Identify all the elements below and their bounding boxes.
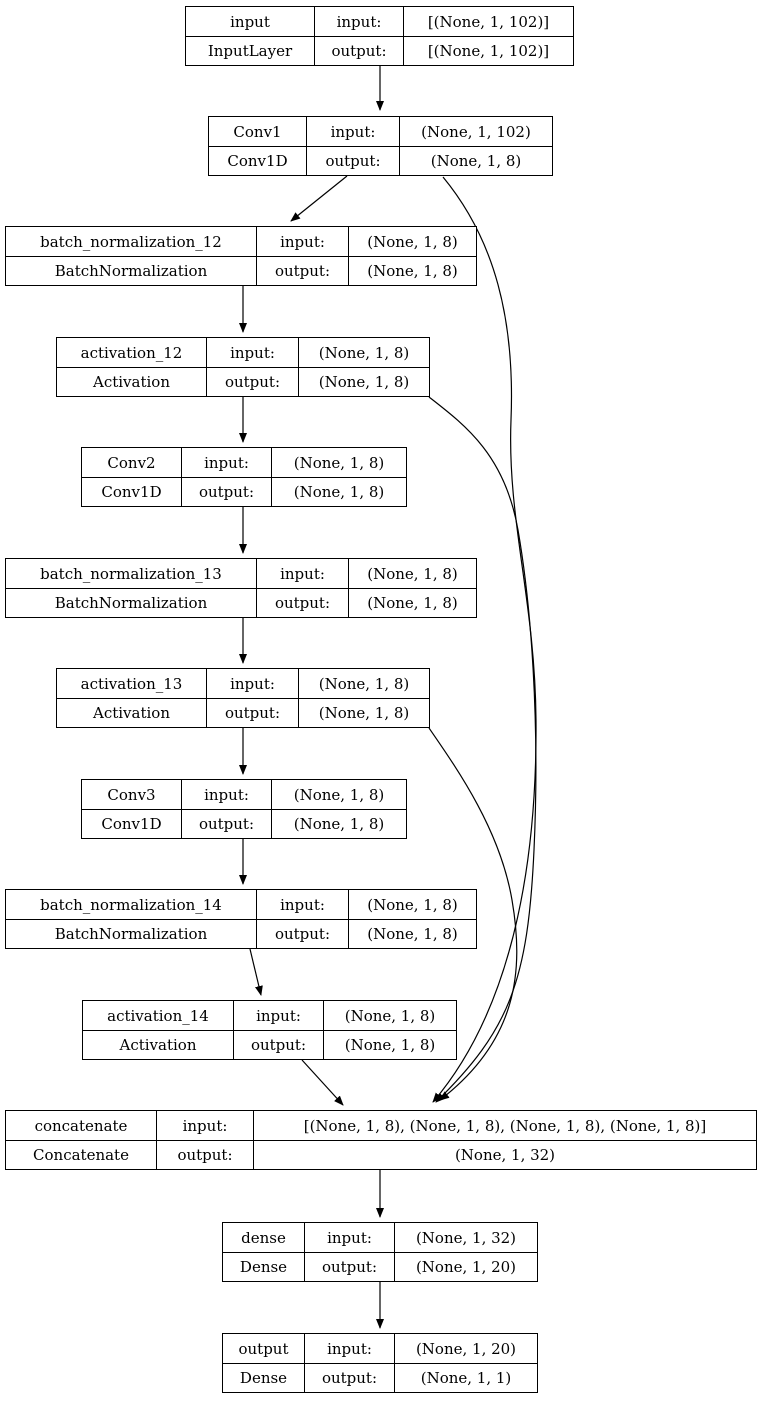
node-dense: dense input: (None, 1, 32) Dense output:… xyxy=(222,1222,538,1282)
layer-name: output xyxy=(238,1339,289,1358)
input-label: input: xyxy=(256,559,348,588)
node-batch-normalization-13: batch_normalization_13 input: (None, 1, … xyxy=(5,558,477,618)
output-shape: (None, 1, 8) xyxy=(271,477,406,506)
layer-type: Conv1D xyxy=(82,809,181,838)
output-label: output: xyxy=(156,1140,253,1169)
input-shape: (None, 1, 8) xyxy=(271,448,406,477)
input-shape: (None, 1, 102) xyxy=(399,117,552,146)
input-shape: (None, 1, 8) xyxy=(271,780,406,809)
node-conv1: Conv1 input: (None, 1, 102) Conv1D outpu… xyxy=(208,116,553,176)
output-shape: (None, 1, 8) xyxy=(348,919,476,948)
input-shape: (None, 1, 20) xyxy=(394,1334,537,1363)
input-label: input: xyxy=(156,1111,253,1140)
input-label: input: xyxy=(206,669,298,698)
output-shape: (None, 1, 20) xyxy=(394,1252,537,1281)
output-shape: (None, 1, 8) xyxy=(271,809,406,838)
input-label: input: xyxy=(304,1223,394,1252)
layer-type: BatchNormalization xyxy=(6,919,256,948)
output-label: output: xyxy=(206,698,298,727)
input-label: input: xyxy=(256,890,348,919)
layer-name: batch_normalization_12 xyxy=(40,232,222,251)
input-shape: (None, 1, 8) xyxy=(348,559,476,588)
input-shape: (None, 1, 8) xyxy=(348,890,476,919)
output-label: output: xyxy=(181,477,271,506)
input-shape: (None, 1, 8) xyxy=(323,1001,456,1030)
output-shape: (None, 1, 8) xyxy=(323,1030,456,1059)
output-shape: (None, 1, 8) xyxy=(348,588,476,617)
layer-name: activation_12 xyxy=(80,343,183,362)
output-shape: (None, 1, 8) xyxy=(348,256,476,285)
input-shape: [(None, 1, 102)] xyxy=(403,7,573,36)
input-label: input: xyxy=(304,1334,394,1363)
input-label: input: xyxy=(256,227,348,256)
input-label: input: xyxy=(233,1001,323,1030)
output-label: output: xyxy=(314,36,403,65)
layer-type: Concatenate xyxy=(6,1140,156,1169)
layer-name: concatenate xyxy=(34,1116,128,1135)
output-label: output: xyxy=(233,1030,323,1059)
node-concatenate: concatenate input: [(None, 1, 8), (None,… xyxy=(5,1110,757,1170)
layer-name: activation_13 xyxy=(80,674,183,693)
layer-type: Conv1D xyxy=(82,477,181,506)
layer-name: Conv2 xyxy=(107,453,156,472)
output-label: output: xyxy=(306,146,399,175)
node-output: output input: (None, 1, 20) Dense output… xyxy=(222,1333,538,1393)
layer-type: Activation xyxy=(83,1030,233,1059)
layer-name: Conv1 xyxy=(233,122,282,141)
input-label: input: xyxy=(306,117,399,146)
node-activation-13: activation_13 input: (None, 1, 8) Activa… xyxy=(56,668,430,728)
edge-act14-to-concatenate xyxy=(301,1059,344,1106)
edge-conv1-to-bn12 xyxy=(290,175,348,222)
input-shape: (None, 1, 8) xyxy=(348,227,476,256)
input-label: input: xyxy=(206,338,298,367)
input-label: input: xyxy=(181,780,271,809)
output-label: output: xyxy=(256,256,348,285)
output-shape: (None, 1, 8) xyxy=(298,698,429,727)
output-label: output: xyxy=(304,1363,394,1392)
layer-type: InputLayer xyxy=(186,36,314,65)
layer-name: dense xyxy=(241,1228,286,1247)
node-input: input input: [(None, 1, 102)] InputLayer… xyxy=(185,6,574,66)
output-shape: (None, 1, 8) xyxy=(298,367,429,396)
output-shape: (None, 1, 32) xyxy=(253,1140,756,1169)
layer-type: Dense xyxy=(223,1252,304,1281)
output-label: output: xyxy=(256,919,348,948)
layer-name: activation_14 xyxy=(107,1006,209,1025)
layer-type: Conv1D xyxy=(209,146,306,175)
output-label: output: xyxy=(181,809,271,838)
node-activation-12: activation_12 input: (None, 1, 8) Activa… xyxy=(56,337,430,397)
input-shape: (None, 1, 8) xyxy=(298,669,429,698)
input-shape: (None, 1, 32) xyxy=(394,1223,537,1252)
layer-name: input xyxy=(230,12,270,31)
layer-type: Activation xyxy=(57,367,206,396)
layer-type: BatchNormalization xyxy=(6,588,256,617)
layer-type: Dense xyxy=(223,1363,304,1392)
output-shape: [(None, 1, 102)] xyxy=(403,36,573,65)
output-label: output: xyxy=(206,367,298,396)
layer-type: BatchNormalization xyxy=(6,256,256,285)
edge-act12-to-concatenate xyxy=(428,396,537,1103)
input-shape: (None, 1, 8) xyxy=(298,338,429,367)
output-shape: (None, 1, 1) xyxy=(394,1363,537,1392)
layer-name: batch_normalization_14 xyxy=(40,895,222,914)
output-label: output: xyxy=(304,1252,394,1281)
output-label: output: xyxy=(256,588,348,617)
layer-name: batch_normalization_13 xyxy=(40,564,222,583)
output-shape: (None, 1, 8) xyxy=(399,146,552,175)
edge-conv1-to-concatenate xyxy=(432,176,537,1103)
node-activation-14: activation_14 input: (None, 1, 8) Activa… xyxy=(82,1000,457,1060)
input-label: input: xyxy=(314,7,403,36)
edge-bn14-to-act14 xyxy=(249,948,263,996)
input-shape: [(None, 1, 8), (None, 1, 8), (None, 1, 8… xyxy=(253,1111,756,1140)
node-batch-normalization-12: batch_normalization_12 input: (None, 1, … xyxy=(5,226,477,286)
layer-type: Activation xyxy=(57,698,206,727)
layer-name: Conv3 xyxy=(107,785,156,804)
node-batch-normalization-14: batch_normalization_14 input: (None, 1, … xyxy=(5,889,477,949)
node-conv2: Conv2 input: (None, 1, 8) Conv1D output:… xyxy=(81,447,407,507)
input-label: input: xyxy=(181,448,271,477)
node-conv3: Conv3 input: (None, 1, 8) Conv1D output:… xyxy=(81,779,407,839)
